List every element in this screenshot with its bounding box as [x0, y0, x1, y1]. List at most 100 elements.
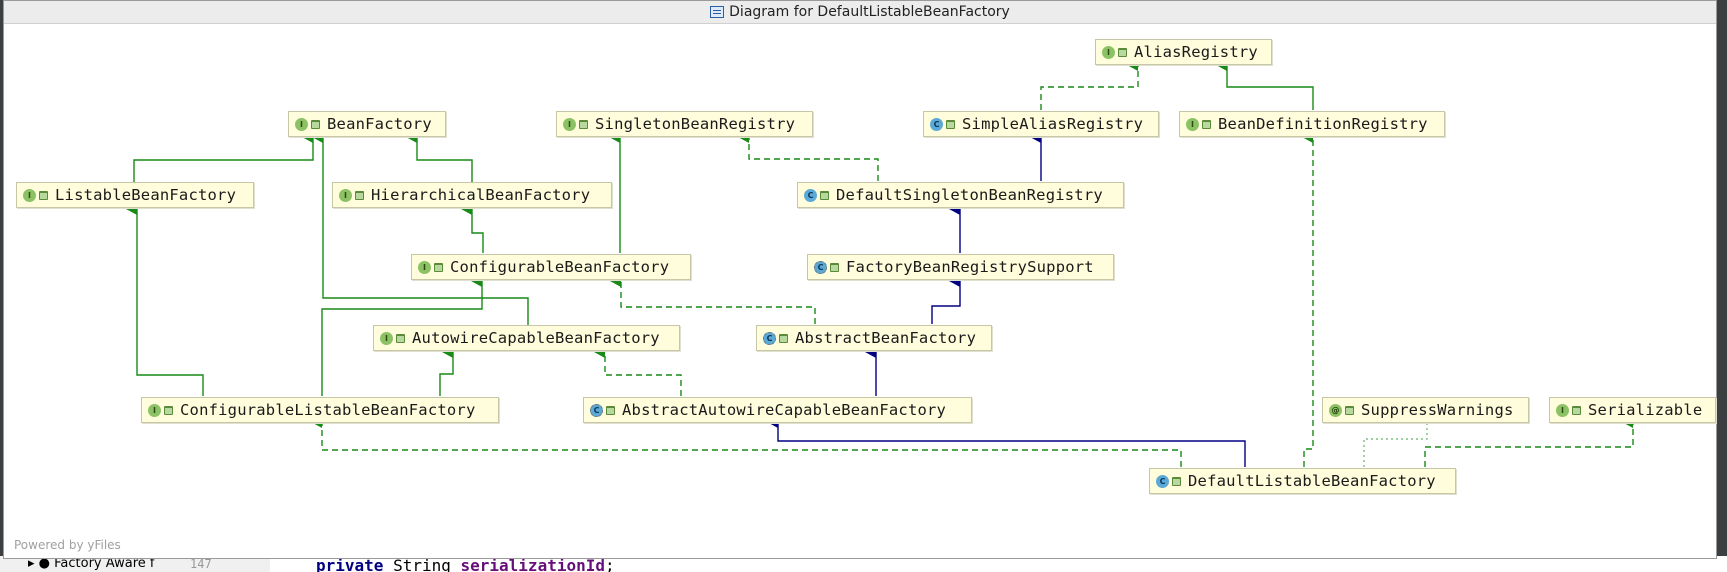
code-line[interactable]: private String serializationId; — [316, 556, 615, 572]
node-label: SuppressWarnings — [1361, 401, 1514, 419]
code-keyword: private — [316, 556, 384, 572]
diagram-popup[interactable]: Diagram for DefaultListableBeanFactory — [3, 0, 1717, 559]
lock-icon — [1572, 405, 1581, 415]
node-label: ListableBeanFactory — [55, 186, 237, 204]
node-label: BeanFactory — [327, 115, 432, 133]
node-label: AutowireCapableBeanFactory — [412, 329, 660, 347]
interface-icon: I — [380, 331, 393, 345]
edge-abf-fbrs — [931, 275, 961, 324]
code-field: serializationId — [460, 556, 606, 572]
edge-dsbr-singleton — [738, 131, 879, 181]
tree-item[interactable]: ▸ ● Factory Aware f — [28, 556, 155, 571]
node-configurable-listable-bean-factory[interactable]: I ConfigurableListableBeanFactory — [141, 397, 499, 423]
edge-configurable-hierarchical — [461, 203, 484, 253]
annotation-icon: @ — [1329, 403, 1342, 417]
lock-icon — [1202, 119, 1211, 129]
class-icon: C — [930, 117, 943, 131]
abstract-class-icon: C — [590, 403, 603, 417]
abstract-class-icon: C — [814, 260, 827, 274]
diagram-icon — [710, 6, 725, 18]
interface-icon: I — [1102, 45, 1115, 59]
line-number: 147 — [190, 557, 212, 571]
lock-icon — [779, 333, 788, 343]
edge-dlbf-aacbf — [767, 416, 1246, 467]
edge-dlbf-cl — [311, 416, 1182, 467]
node-hierarchical-bean-factory[interactable]: I HierarchicalBeanFactory — [332, 182, 612, 208]
node-label: ConfigurableBeanFactory — [450, 258, 670, 276]
node-listable-bean-factory[interactable]: I ListableBeanFactory — [16, 182, 254, 208]
node-factory-bean-registry-support[interactable]: C FactoryBeanRegistrySupport — [807, 254, 1114, 280]
class-icon: C — [804, 188, 817, 202]
edge-dlbf-bdr — [1302, 131, 1314, 467]
node-label: AliasRegistry — [1134, 43, 1258, 61]
lock-icon — [1172, 476, 1181, 486]
powered-by-label: Powered by yFiles — [14, 538, 121, 552]
lock-icon — [1118, 47, 1127, 57]
node-simple-alias-registry[interactable]: C SimpleAliasRegistry — [923, 111, 1159, 137]
node-bean-factory[interactable]: I BeanFactory — [288, 111, 446, 137]
popup-title: Diagram for DefaultListableBeanFactory — [729, 4, 1010, 20]
edge-dlbf-suppress — [1363, 422, 1428, 467]
popup-titlebar[interactable]: Diagram for DefaultListableBeanFactory — [4, 1, 1716, 24]
lock-icon — [39, 190, 48, 200]
lock-icon — [606, 405, 615, 415]
node-label: HierarchicalBeanFactory — [371, 186, 591, 204]
node-autowire-capable-bean-factory[interactable]: I AutowireCapableBeanFactory — [373, 325, 680, 351]
node-singleton-bean-registry[interactable]: I SingletonBeanRegistry — [556, 111, 813, 137]
interface-icon: I — [339, 188, 352, 202]
edge-cl-configurable — [321, 275, 483, 396]
code-type: String — [383, 556, 461, 572]
edge-autowire-beanfactory — [312, 131, 529, 338]
lock-icon — [355, 190, 364, 200]
lock-icon — [1345, 405, 1354, 415]
edge-sar-alias — [1040, 59, 1139, 110]
node-label: SimpleAliasRegistry — [962, 115, 1144, 133]
lock-icon — [434, 262, 443, 272]
edge-aacbf-autowire — [594, 346, 682, 396]
node-label: DefaultSingletonBeanRegistry — [836, 186, 1103, 204]
interface-icon: I — [23, 188, 36, 202]
class-icon: C — [1156, 474, 1169, 488]
ide-background: ▸ ● Factory Aware f 147 private String s… — [0, 556, 1727, 572]
lock-icon — [164, 405, 173, 415]
lock-icon — [396, 333, 405, 343]
node-abstract-autowire-capable-bean-factory[interactable]: C AbstractAutowireCapableBeanFactory — [583, 397, 972, 423]
edge-cl-listable — [126, 203, 204, 396]
node-label: BeanDefinitionRegistry — [1218, 115, 1428, 133]
abstract-class-icon: C — [763, 331, 776, 345]
node-abstract-bean-factory[interactable]: C AbstractBeanFactory — [756, 325, 992, 351]
node-default-singleton-bean-registry[interactable]: C DefaultSingletonBeanRegistry — [797, 182, 1124, 208]
node-serializable[interactable]: I Serializable — [1549, 397, 1716, 423]
lock-icon — [830, 262, 839, 272]
edge-listable-beanfactory — [133, 131, 314, 194]
edge-layer — [126, 59, 1634, 467]
code-semicolon: ; — [605, 556, 615, 572]
lock-icon — [311, 119, 320, 129]
interface-icon: I — [418, 260, 431, 274]
interface-icon: I — [1556, 403, 1569, 417]
node-label: Serializable — [1588, 401, 1703, 419]
node-label: SingletonBeanRegistry — [595, 115, 796, 133]
edge-dlbf-serializable — [1424, 416, 1634, 467]
node-label: FactoryBeanRegistrySupport — [846, 258, 1094, 276]
edge-bdr-alias — [1216, 59, 1314, 110]
node-default-listable-bean-factory[interactable]: C DefaultListableBeanFactory — [1149, 468, 1456, 494]
interface-icon: I — [563, 117, 576, 131]
node-label: AbstractAutowireCapableBeanFactory — [622, 401, 947, 419]
node-suppress-warnings[interactable]: @ SuppressWarnings — [1322, 397, 1529, 423]
lock-icon — [820, 190, 829, 200]
node-label: DefaultListableBeanFactory — [1188, 472, 1436, 490]
node-label: ConfigurableListableBeanFactory — [180, 401, 476, 419]
interface-icon: I — [295, 117, 308, 131]
node-bean-definition-registry[interactable]: I BeanDefinitionRegistry — [1179, 111, 1445, 137]
diagram-canvas[interactable]: I AliasRegistry I BeanFactory I Singleto… — [4, 24, 1716, 558]
node-alias-registry[interactable]: I AliasRegistry — [1095, 39, 1272, 65]
ide-project-tree: ▸ ● Factory Aware f 147 — [0, 556, 270, 572]
interface-icon: I — [148, 403, 161, 417]
lock-icon — [946, 119, 955, 129]
node-label: AbstractBeanFactory — [795, 329, 977, 347]
lock-icon — [579, 119, 588, 129]
edge-hierarchical-beanfactory — [406, 131, 473, 194]
node-configurable-bean-factory[interactable]: I ConfigurableBeanFactory — [411, 254, 691, 280]
interface-icon: I — [1186, 117, 1199, 131]
